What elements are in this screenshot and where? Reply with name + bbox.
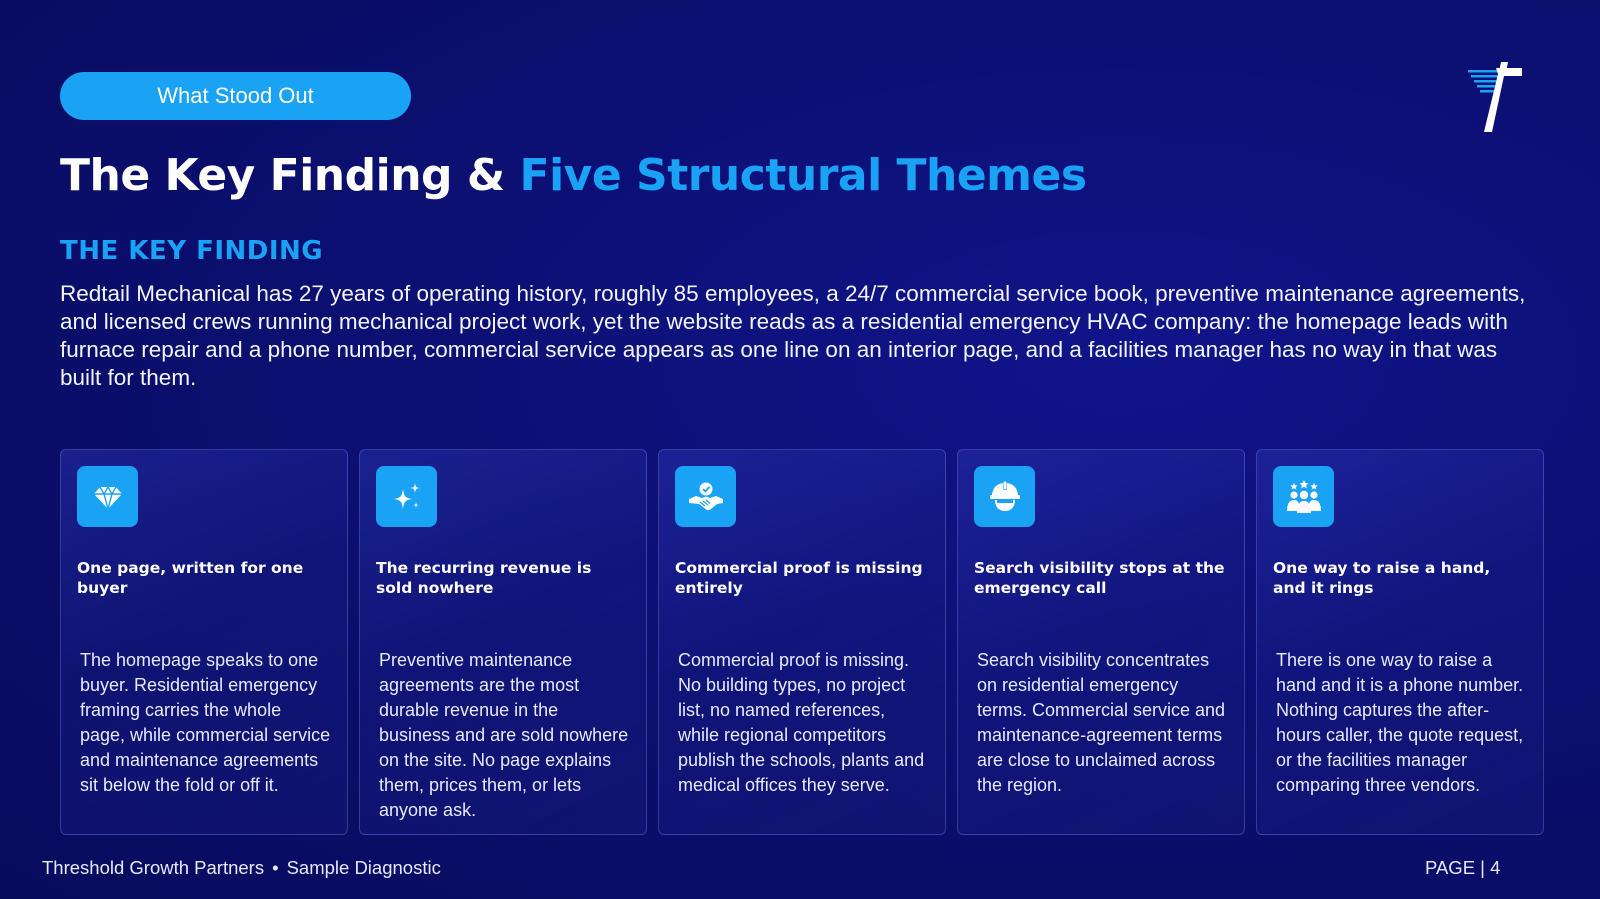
theme-body: Preventive maintenance agreements are th… <box>379 650 629 820</box>
theme-body: Search visibility concentrates on reside… <box>977 650 1226 795</box>
theme-title: One way to raise a hand, and it rings <box>1273 559 1491 597</box>
section-tag: What Stood Out <box>60 72 411 120</box>
footer-doc-type: Sample Diagnostic <box>286 857 441 878</box>
theme-title: Search visibility stops at the emergency… <box>974 559 1225 597</box>
theme-body: The homepage speaks to one buyer. Reside… <box>80 650 331 795</box>
diamond-icon <box>77 466 138 527</box>
theme-card: Search visibility stops at the emergency… <box>957 449 1245 835</box>
theme-body: There is one way to raise a hand and it … <box>1276 650 1524 795</box>
theme-body: Commercial proof is missing. No building… <box>678 650 925 795</box>
page-number: PAGE | 4 <box>1425 857 1501 878</box>
team-icon <box>1273 466 1334 527</box>
page-title-main: The Key Finding & <box>60 150 520 201</box>
hard-hat-icon <box>974 466 1035 527</box>
section-tag-label: What Stood Out <box>157 83 314 108</box>
theme-title: The recurring revenue is sold nowhere <box>376 559 592 597</box>
footer-company: Threshold Growth Partners <box>42 857 265 878</box>
key-finding-text: Redtail Mechanical has 27 years of opera… <box>60 281 1526 390</box>
theme-card: Commercial proof is missing entirely Com… <box>658 449 946 835</box>
theme-title: One page, written for one buyer <box>77 559 304 597</box>
theme-card: The recurring revenue is sold nowhere Pr… <box>359 449 647 835</box>
themes-row: One page, written for one buyer The home… <box>60 449 1544 835</box>
theme-card: One way to raise a hand, and it rings Th… <box>1256 449 1544 835</box>
footer-credit: Threshold Growth Partners • Sample Diagnos… <box>42 857 441 879</box>
page-title-accent: Five Structural Themes <box>519 150 1088 201</box>
theme-title: Commercial proof is missing entirely <box>675 559 923 597</box>
footer-separator: • <box>272 857 279 878</box>
handshake-icon <box>675 466 736 527</box>
sparkle-icon <box>376 466 437 527</box>
page-title: The Key Finding & Five Structural Themes <box>60 150 1087 201</box>
theme-card: One page, written for one buyer The home… <box>60 449 348 835</box>
key-finding-heading: THE KEY FINDING <box>60 236 324 266</box>
t-logo-icon <box>1468 62 1522 132</box>
